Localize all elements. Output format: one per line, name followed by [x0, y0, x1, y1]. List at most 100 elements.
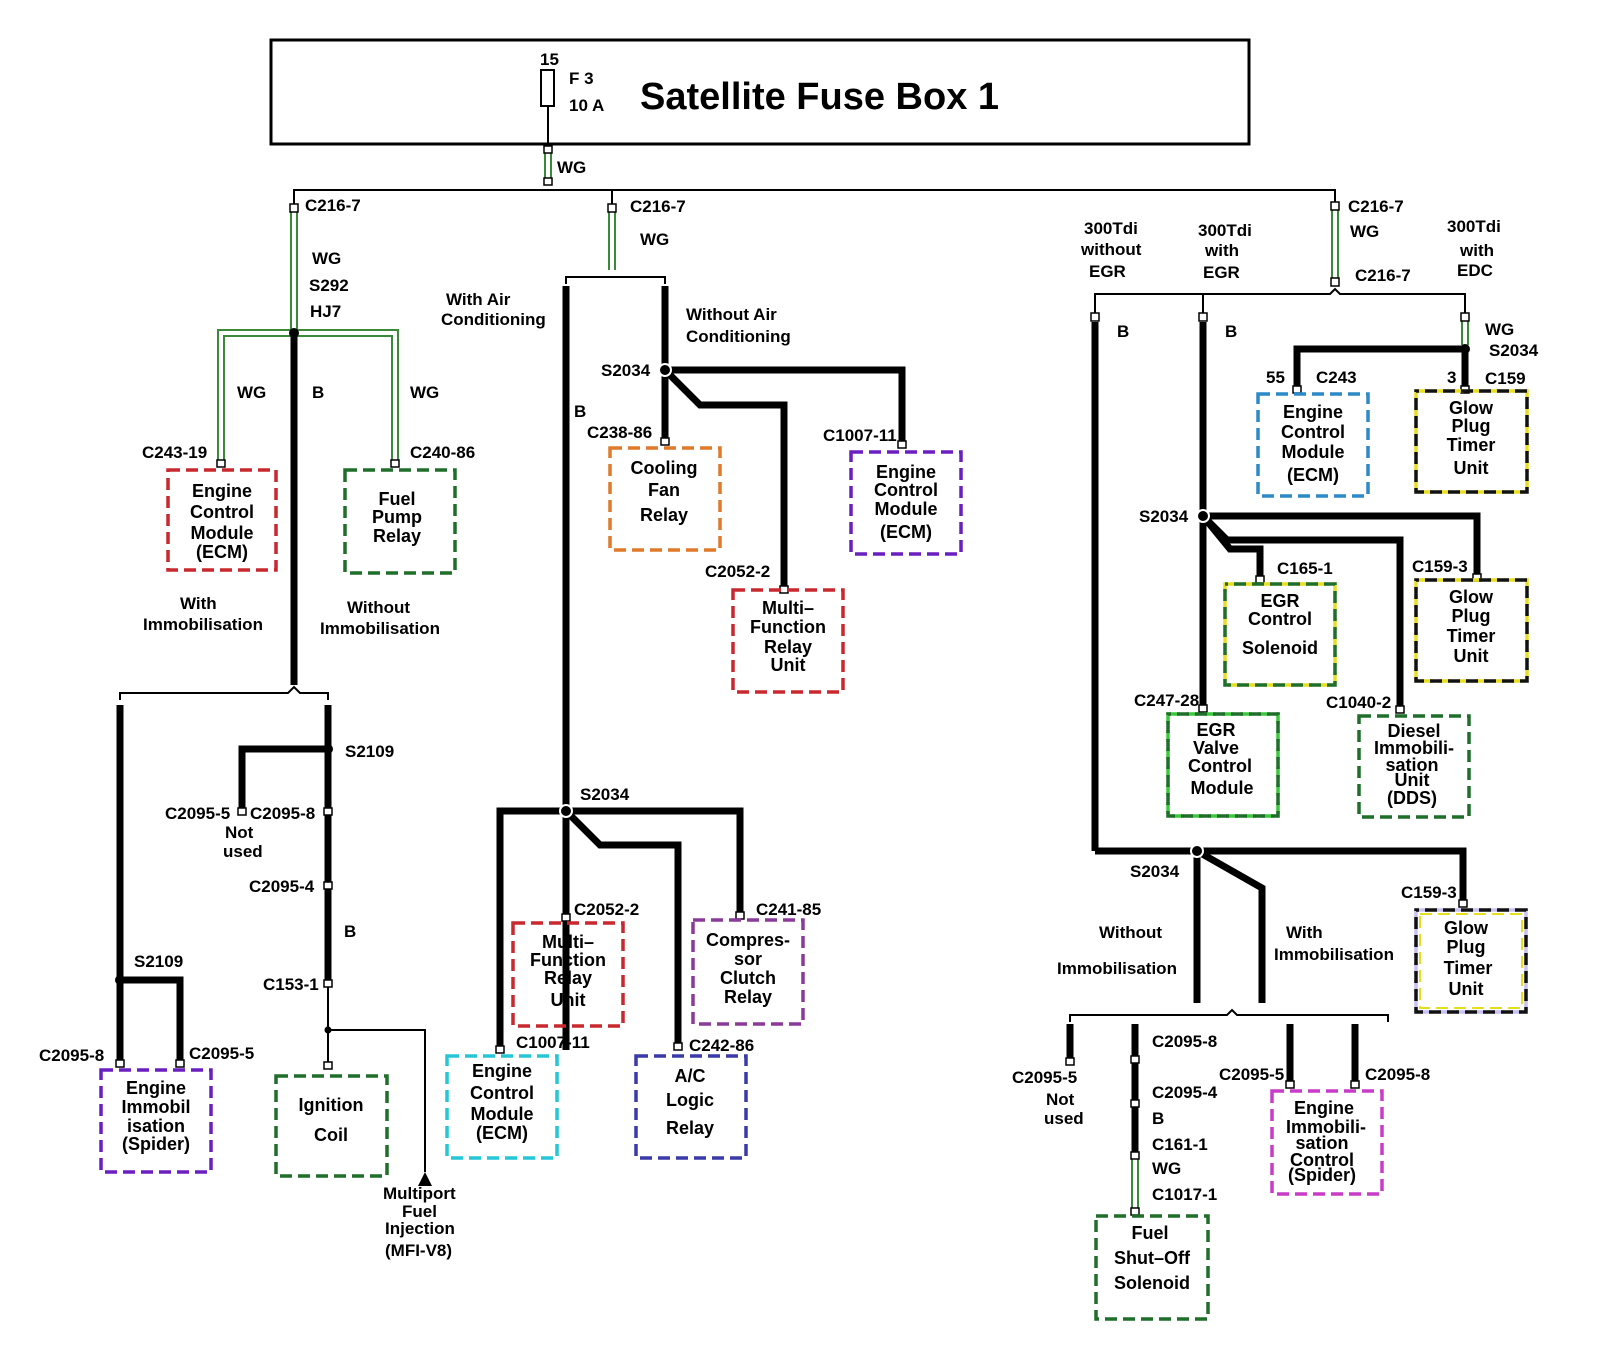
fuse-symbol: [540, 69, 555, 107]
wire-wg-main: WG: [557, 158, 586, 177]
svg-text:Relay: Relay: [640, 505, 688, 525]
svg-text:Control: Control: [1248, 609, 1312, 629]
label-c2095-5-r: C2095-5: [1012, 1068, 1077, 1087]
label-c1007-11-lower: C1007-11: [516, 1033, 590, 1052]
fuel-pump-relay-box: Fuel Pump Relay: [343, 468, 457, 575]
svg-text:Control: Control: [1188, 756, 1252, 776]
label-without-ac-2: Conditioning: [686, 327, 791, 346]
label-mfi-2: Fuel: [402, 1202, 437, 1221]
svg-text:Control: Control: [1290, 1150, 1354, 1170]
label-hj7: HJ7: [310, 302, 341, 321]
splice-s2034-egr: [1196, 509, 1210, 523]
svg-text:Engine: Engine: [1283, 402, 1343, 422]
svg-text:Immobil: Immobil: [121, 1097, 190, 1117]
splice-s2109-upper: [323, 744, 333, 754]
label-b-left: B: [312, 383, 324, 402]
splice-s2034-cooling: [658, 363, 672, 377]
label-c2095-5-spider: C2095-5: [189, 1044, 254, 1063]
label-c1017-1: C1017-1: [1152, 1185, 1217, 1204]
label-c153-1: C153-1: [263, 975, 319, 994]
svg-text:Compres-: Compres-: [706, 930, 790, 950]
label-not-used-2: used: [223, 842, 263, 861]
engine-immobilisation-control-spider-box: Engine Immobili- sation Control (Spider): [1270, 1089, 1384, 1196]
multi-function-relay-unit-lower-box: Multi– Function Relay Unit: [511, 921, 625, 1028]
label-tdi-no-egr-3: EGR: [1089, 262, 1126, 281]
label-c2095-8-spider-r: C2095-8: [1365, 1065, 1430, 1084]
label-tdi-egr-2: with: [1204, 241, 1239, 260]
svg-text:sation: sation: [1295, 1133, 1348, 1153]
svg-text:Control: Control: [1281, 422, 1345, 442]
label-c2095-8-spider: C2095-8: [39, 1046, 104, 1065]
label-c240-86: C240-86: [410, 443, 475, 462]
label-with-immob-r-2: Immobilisation: [1274, 945, 1394, 964]
label-mfi-4: (MFI-V8): [385, 1241, 452, 1260]
svg-text:Relay: Relay: [724, 987, 772, 1007]
fuse-box-title: Satellite Fuse Box 1: [640, 76, 999, 118]
label-without-ac-1: Without Air: [686, 305, 777, 324]
fuse-pin-label: 15: [540, 50, 559, 69]
splice-points: [115, 328, 1470, 1034]
splice-s2034-ac: [559, 804, 573, 818]
label-s2109-upper: S2109: [345, 742, 394, 761]
label-b-egr: B: [1225, 322, 1237, 341]
label-with-immob-2: Immobilisation: [143, 615, 263, 634]
svg-text:Glow: Glow: [1444, 918, 1489, 938]
label-c2095-4-r: C2095-4: [1152, 1083, 1218, 1102]
label-wg-left: WG: [312, 249, 341, 268]
multi-function-relay-unit-upper-box: Multi– Function Relay Unit: [731, 588, 845, 694]
svg-text:Relay: Relay: [764, 637, 812, 657]
svg-text:(ECM): (ECM): [196, 542, 248, 562]
svg-text:Unit: Unit: [551, 990, 586, 1010]
label-s292: S292: [309, 276, 349, 295]
label-not-used-1: Not: [225, 823, 254, 842]
label-wg-right: WG: [1350, 222, 1379, 241]
svg-text:Module: Module: [875, 499, 938, 519]
svg-text:Module: Module: [191, 523, 254, 543]
fuse-box-outline: [269, 38, 1251, 146]
connector-pins: [115, 145, 1482, 1216]
label-s2034-egr: S2034: [1139, 507, 1189, 526]
label-tdi-egr-1: 300Tdi: [1198, 221, 1252, 240]
label-wg-ecm: WG: [237, 383, 266, 402]
svg-text:Unit: Unit: [1454, 646, 1489, 666]
svg-text:Relay: Relay: [544, 968, 592, 988]
compressor-clutch-relay-box: Compres- sor Clutch Relay: [691, 918, 805, 1026]
svg-text:Solenoid: Solenoid: [1114, 1273, 1190, 1293]
label-c2095-4-left: C2095-4: [249, 877, 315, 896]
label-s2034-cooling: S2034: [601, 361, 651, 380]
label-with-immob-1: With: [180, 594, 217, 613]
label-c165-1: C165-1: [1277, 559, 1333, 578]
label-s2034-noegr: S2034: [1130, 862, 1180, 881]
label-c216-7-left: C216-7: [305, 196, 361, 215]
label-c243-19: C243-19: [142, 443, 207, 462]
label-c2052-2-upper: C2052-2: [705, 562, 770, 581]
svg-text:Relay: Relay: [666, 1118, 714, 1138]
svg-text:Solenoid: Solenoid: [1242, 638, 1318, 658]
svg-text:(ECM): (ECM): [476, 1123, 528, 1143]
label-c216-7-right-lower: C216-7: [1355, 266, 1411, 285]
svg-text:(DDS): (DDS): [1387, 788, 1437, 808]
label-c2095-8-fso: C2095-8: [1152, 1032, 1217, 1051]
ecm-ac-box: Engine Control Module (ECM): [445, 1054, 559, 1160]
svg-text:EGR: EGR: [1196, 720, 1235, 740]
svg-text:Control: Control: [190, 502, 254, 522]
svg-text:Control: Control: [874, 480, 938, 500]
label-b-coil: B: [344, 922, 356, 941]
svg-text:Timer: Timer: [1444, 958, 1493, 978]
label-tdi-edc-1: 300Tdi: [1447, 217, 1501, 236]
svg-text:Module: Module: [1191, 778, 1254, 798]
label-c243: C243: [1316, 368, 1357, 387]
label-c242-86: C242-86: [689, 1036, 754, 1055]
svg-text:Unit: Unit: [1454, 458, 1489, 478]
svg-text:Function: Function: [530, 950, 606, 970]
svg-text:Relay: Relay: [373, 526, 421, 546]
svg-text:Coil: Coil: [314, 1125, 348, 1145]
svg-text:Timer: Timer: [1447, 626, 1496, 646]
svg-text:Plug: Plug: [1452, 416, 1491, 436]
svg-text:Pump: Pump: [372, 507, 422, 527]
label-b-noegr: B: [1117, 322, 1129, 341]
label-c216-7-right: C216-7: [1348, 197, 1404, 216]
svg-text:Shut–Off: Shut–Off: [1114, 1248, 1191, 1268]
svg-text:Unit: Unit: [1449, 979, 1484, 999]
